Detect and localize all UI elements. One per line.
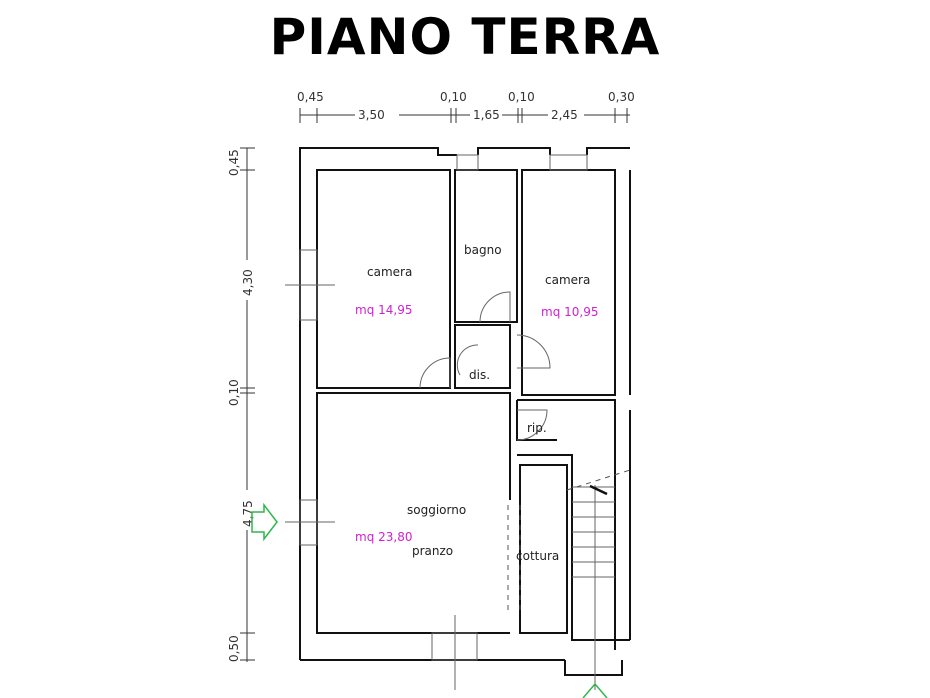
dim-top-4: 0,10 <box>508 90 535 104</box>
plan-title: PIANO TERRA <box>269 8 661 66</box>
staircase <box>566 469 631 690</box>
room-area-camera-1: mq 14,95 <box>355 303 412 317</box>
dim-top-2: 0,10 <box>440 90 467 104</box>
dim-left-3: 4,75 <box>241 500 255 527</box>
dim-top-1: 3,50 <box>358 108 385 122</box>
dim-left-0: 0,45 <box>227 149 241 176</box>
dim-top-5: 2,45 <box>551 108 578 122</box>
room-label-rip: rip. <box>527 421 547 435</box>
room-label-cottura: cottura <box>516 549 559 563</box>
entrance-arrow-left-icon <box>251 502 278 542</box>
entrance-arrow-bottom-icon <box>582 682 608 698</box>
room-label-soggiorno: soggiorno <box>407 503 466 517</box>
room-label-bagno: bagno <box>464 243 502 257</box>
room-area-camera-2: mq 10,95 <box>541 305 598 319</box>
room-label-dis: dis. <box>469 368 490 382</box>
dim-top-3: 1,65 <box>473 108 500 122</box>
left-dimension-line: 0,45 4,30 0,10 4,75 0,50 <box>227 147 255 662</box>
room-label-camera-2: camera <box>545 273 590 287</box>
top-dimension-line: 0,45 3,50 0,10 1,65 0,10 2,45 0,30 <box>297 90 635 123</box>
room-label-camera-1: camera <box>367 265 412 279</box>
dim-left-4: 0,50 <box>227 635 241 662</box>
dim-left-2: 0,10 <box>227 379 241 406</box>
walls <box>285 147 631 690</box>
room-label-pranzo: pranzo <box>412 544 453 558</box>
dim-left-1: 4,30 <box>241 269 255 296</box>
room-area-soggiorno: mq 23,80 <box>355 530 412 544</box>
dim-top-6: 0,30 <box>608 90 635 104</box>
dim-top-0: 0,45 <box>297 90 324 104</box>
